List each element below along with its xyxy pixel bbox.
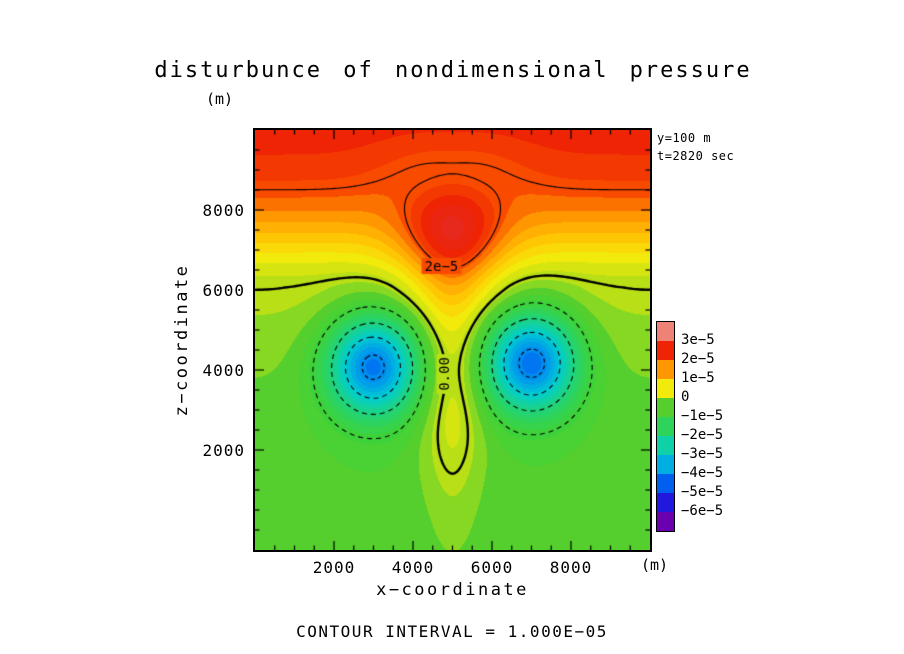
x-axis-unit: (m) bbox=[641, 556, 669, 574]
x-tick-label: 2000 bbox=[312, 558, 356, 577]
colorbar bbox=[656, 321, 675, 532]
chart-title: disturbunce of nondimensional pressure bbox=[154, 58, 752, 83]
colorbar-label: 0 bbox=[681, 389, 690, 405]
colorbar-label: −4e−5 bbox=[681, 465, 724, 481]
colorbar-label: −2e−5 bbox=[681, 427, 724, 443]
x-axis-label: x−coordinate bbox=[376, 580, 529, 600]
colorbar-label: −5e−5 bbox=[681, 484, 724, 500]
colorbar-label: −3e−5 bbox=[681, 446, 724, 462]
colorbar-cell bbox=[657, 341, 674, 360]
z-tick-label: 2000 bbox=[202, 441, 245, 460]
contour-plot-canvas bbox=[255, 130, 650, 550]
colorbar-cell bbox=[657, 493, 674, 512]
colorbar-cell bbox=[657, 455, 674, 474]
colorbar-label: −6e−5 bbox=[681, 503, 724, 519]
annotation-time: t=2820 sec bbox=[657, 149, 735, 163]
z-axis-unit: (m) bbox=[206, 90, 234, 108]
colorbar-label: 3e−5 bbox=[681, 332, 715, 348]
colorbar-label: 1e−5 bbox=[681, 370, 715, 386]
z-tick-label: 4000 bbox=[202, 361, 245, 380]
z-tick-label: 8000 bbox=[202, 201, 245, 220]
colorbar-cell bbox=[657, 417, 674, 436]
colorbar-cell bbox=[657, 322, 674, 341]
z-tick-label: 6000 bbox=[202, 281, 245, 300]
x-tick-label: 6000 bbox=[470, 558, 514, 577]
colorbar-cell bbox=[657, 512, 674, 531]
colorbar-cell bbox=[657, 379, 674, 398]
colorbar-cell bbox=[657, 360, 674, 379]
colorbar-cell bbox=[657, 398, 674, 417]
colorbar-label: −1e−5 bbox=[681, 408, 724, 424]
x-tick-label: 8000 bbox=[549, 558, 593, 577]
x-tick-label: 4000 bbox=[391, 558, 435, 577]
annotation-y-slice: y=100 m bbox=[657, 131, 712, 145]
plot-area bbox=[253, 128, 652, 552]
colorbar-label: 2e−5 bbox=[681, 351, 715, 367]
colorbar-cell bbox=[657, 474, 674, 493]
colorbar-cell bbox=[657, 436, 674, 455]
contour-interval-note: CONTOUR INTERVAL = 1.000E−05 bbox=[296, 622, 608, 641]
